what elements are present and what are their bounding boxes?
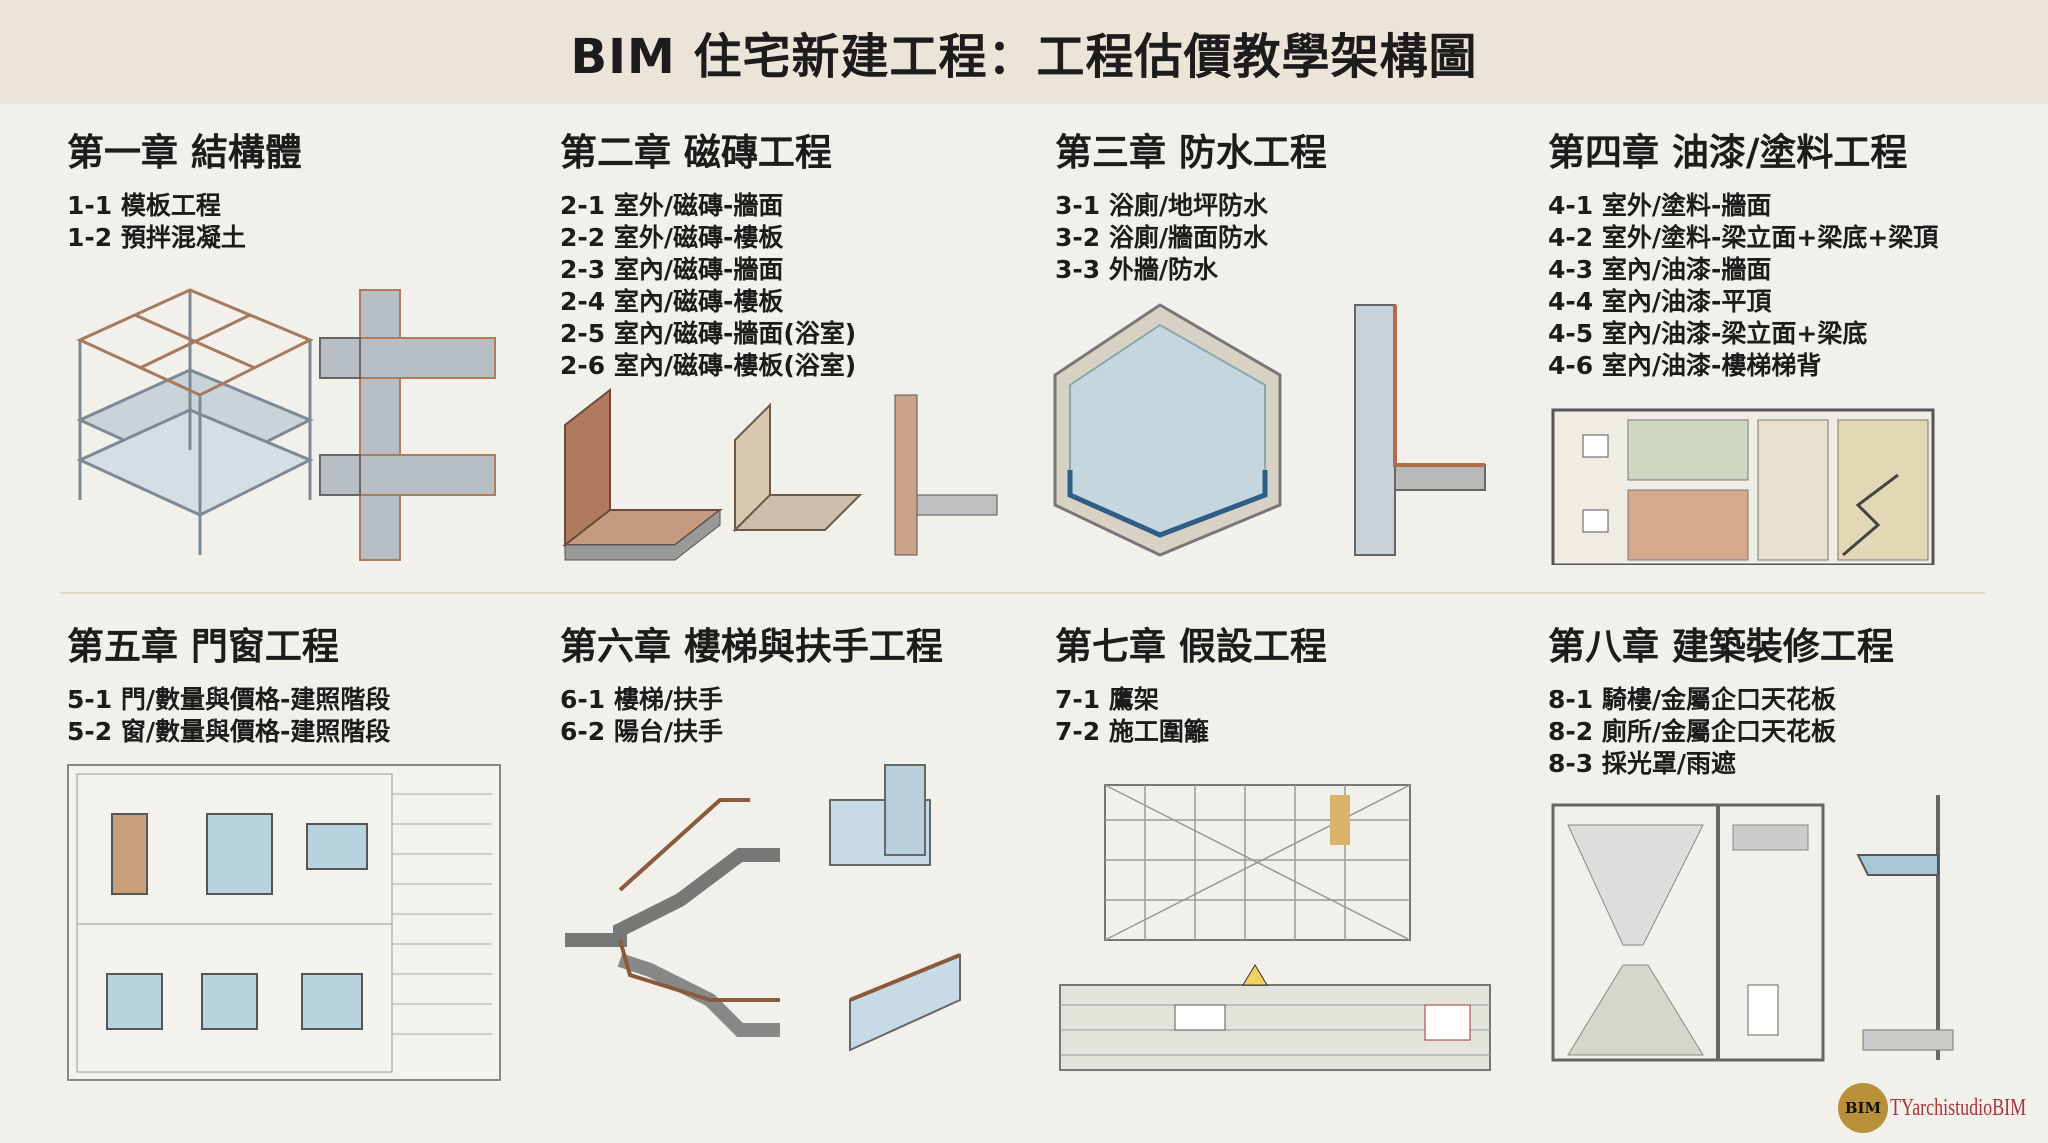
list-item: 5-2 窗/數量與價格-建照階段: [67, 717, 391, 746]
list-item: 8-3 採光罩/雨遮: [1548, 749, 1737, 778]
chapter-4: 第四章 油漆/塗料工程 4-1 室外/塗料-牆面 4-2 室外/塗料-梁立面+梁…: [1548, 122, 2028, 382]
list-item: 5-1 門/數量與價格-建照階段: [67, 685, 391, 714]
chapter-2: 第二章 磁磚工程 2-1 室外/磁磚-牆面 2-2 室外/磁磚-樓板 2-3 室…: [560, 122, 1040, 382]
ceiling-canopy-illustration: [1551, 795, 1954, 1062]
brand-logo: BIM TYarchistudioBIM: [1838, 1083, 2048, 1133]
chapter-heading: 第一章 結構體: [67, 131, 302, 174]
chapter-heading: 第六章 樓梯與扶手工程: [560, 625, 943, 668]
tile-illustration: [562, 387, 998, 561]
chapter-3: 第三章 防水工程 3-1 浴廁/地坪防水 3-2 浴廁/牆面防水 3-3 外牆/…: [1055, 122, 1535, 286]
structure-frame-illustration: [76, 288, 496, 561]
list-item: 7-2 施工圍籬: [1055, 717, 1209, 746]
chapter-7: 第七章 假設工程 7-1 鷹架 7-2 施工圍籬: [1055, 616, 1535, 748]
list-item: 6-1 樓梯/扶手: [560, 685, 724, 714]
list-item: 4-4 室內/油漆-平頂: [1548, 287, 1772, 316]
list-item: 1-2 預拌混凝土: [67, 223, 246, 252]
list-item: 2-6 室內/磁磚-樓板(浴室): [560, 351, 857, 380]
chapter-8: 第八章 建築裝修工程 8-1 騎樓/金屬企口天花板 8-2 廁所/金屬企口天花板…: [1548, 616, 2028, 780]
list-item: 4-3 室內/油漆-牆面: [1548, 255, 1772, 284]
list-item: 6-2 陽台/扶手: [560, 717, 724, 746]
list-item: 3-2 浴廁/牆面防水: [1055, 223, 1269, 252]
chapter-heading: 第四章 油漆/塗料工程: [1548, 131, 1908, 174]
list-item: 4-1 室外/塗料-牆面: [1548, 191, 1772, 220]
painting-section-illustration: [1551, 408, 1935, 565]
chapter-heading: 第五章 門窗工程: [67, 625, 339, 668]
chapter-5: 第五章 門窗工程 5-1 門/數量與價格-建照階段 5-2 窗/數量與價格-建照階…: [67, 616, 547, 748]
list-item: 4-2 室外/塗料-梁立面+梁底+梁頂: [1548, 223, 1939, 252]
list-item: 2-5 室內/磁磚-牆面(浴室): [560, 319, 857, 348]
list-item: 3-1 浴廁/地坪防水: [1055, 191, 1269, 220]
door-window-schedule-illustration: [67, 764, 501, 1081]
chapter-heading: 第七章 假設工程: [1055, 625, 1327, 668]
scaffold-fence-illustration: [1059, 784, 1491, 1071]
chapter-6: 第六章 樓梯與扶手工程 6-1 樓梯/扶手 6-2 陽台/扶手: [560, 616, 1040, 748]
list-item: 2-1 室外/磁磚-牆面: [560, 191, 784, 220]
list-item: 2-2 室外/磁磚-樓板: [560, 223, 784, 252]
list-item: 7-1 鷹架: [1055, 685, 1159, 714]
waterproofing-illustration: [1053, 303, 1486, 557]
title-banner: BIM 住宅新建工程：工程估價教學架構圖: [0, 0, 2048, 104]
chapter-1: 第一章 結構體 1-1 模板工程 1-2 預拌混凝土: [67, 122, 547, 254]
list-item: 4-6 室內/油漆-樓梯梯背: [1548, 351, 1822, 380]
chapter-heading: 第八章 建築裝修工程: [1548, 625, 1894, 668]
logo-badge: BIM: [1838, 1083, 1888, 1133]
list-item: 3-3 外牆/防水: [1055, 255, 1219, 284]
list-item: 4-5 室內/油漆-梁立面+梁底: [1548, 319, 1868, 348]
page-title: BIM 住宅新建工程：工程估價教學架構圖: [570, 29, 1478, 85]
list-item: 8-2 廁所/金屬企口天花板: [1548, 717, 1837, 746]
list-item: 1-1 模板工程: [67, 191, 221, 220]
chapter-heading: 第二章 磁磚工程: [560, 131, 832, 174]
list-item: 2-4 室內/磁磚-樓板: [560, 287, 784, 316]
chapter-heading: 第三章 防水工程: [1055, 131, 1327, 174]
stair-railing-illustration: [565, 764, 961, 1052]
list-item: 2-3 室內/磁磚-牆面: [560, 255, 784, 284]
section-divider: [60, 592, 1985, 594]
logo-name: TYarchistudioBIM: [1890, 1094, 2027, 1121]
list-item: 8-1 騎樓/金屬企口天花板: [1548, 685, 1837, 714]
